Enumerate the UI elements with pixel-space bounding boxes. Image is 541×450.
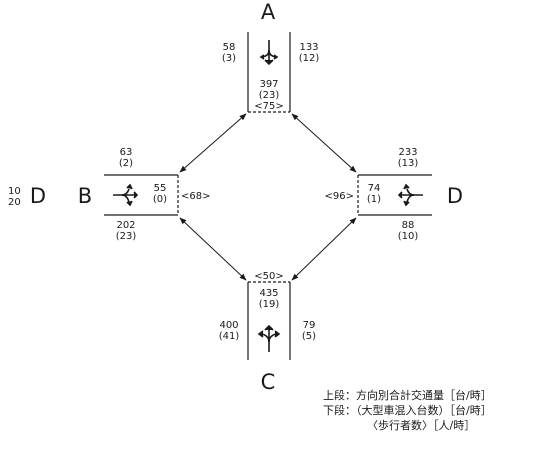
arm-a-left-total: 58 (223, 42, 236, 53)
link-c-d (291, 217, 357, 281)
link-b-c (179, 217, 247, 281)
arm-a-left-heavy: (3) (222, 53, 236, 64)
legend-line-1: 上段：方向別合計交通量［台/時］ (323, 388, 492, 402)
legend: 上段：方向別合計交通量［台/時］ 下段：（大型車混入台数）［台/時］ 〈歩行者数… (323, 388, 492, 432)
arm-d-pedestrians: <96> (325, 191, 354, 202)
arm-d-lane-arrow-icon (397, 183, 423, 207)
pedestrian-links (179, 113, 357, 281)
arm-d-top-total: 233 (398, 147, 417, 158)
legend-line-3: 〈歩行者数〉［人/時］ (367, 418, 475, 432)
arm-a-right-total: 133 (299, 42, 318, 53)
arm-a: 58 (3) 133 (12) 397 (23) <75> (222, 32, 320, 113)
arm-b-pedestrians: <68> (181, 191, 210, 202)
arm-d-bottom-heavy: (10) (398, 231, 419, 242)
arm-c-left-total: 400 (219, 320, 238, 331)
node-label-d-right: D (447, 184, 463, 208)
side-number-bottom: 20 (8, 197, 21, 208)
link-b-a (179, 113, 247, 173)
arm-c-pedestrians: <50> (254, 271, 283, 282)
arm-d-in-heavy: (1) (367, 194, 381, 205)
side-number-top: 10 (8, 186, 21, 197)
arm-b-top-heavy: (2) (119, 158, 133, 169)
arm-c-right-heavy: (5) (302, 331, 316, 342)
arm-c-lane-arrow-icon (257, 324, 281, 352)
arm-c-left-heavy: (41) (219, 331, 240, 342)
arm-a-in-total: 397 (259, 79, 278, 90)
node-label-b: B (78, 184, 92, 208)
arm-c: <50> 435 (19) 400 (41) 79 (5) (219, 271, 316, 360)
arm-b-bottom-heavy: (23) (116, 231, 137, 242)
arm-b-lane-arrow-icon (113, 183, 139, 207)
arm-b-top-total: 63 (120, 147, 133, 158)
arm-a-pedestrians: <75> (254, 101, 283, 112)
node-label-c: C (261, 370, 276, 394)
arm-d-bottom-total: 88 (402, 220, 415, 231)
arm-a-right-heavy: (12) (299, 53, 320, 64)
arm-b-in-heavy: (0) (153, 194, 167, 205)
legend-line-2: 下段：（大型車混入台数）［台/時］ (323, 403, 492, 417)
node-label-a: A (261, 0, 276, 24)
arm-b: 63 (2) 202 (23) 55 (0) <68> (104, 147, 210, 242)
arm-d-top-heavy: (13) (398, 158, 419, 169)
arm-c-right-total: 79 (303, 320, 316, 331)
arm-a-in-heavy: (23) (259, 90, 280, 101)
arm-d: 233 (13) 88 (10) 74 (1) <96> (325, 147, 432, 242)
arm-b-bottom-total: 202 (116, 220, 135, 231)
arm-b-in-total: 55 (154, 183, 167, 194)
link-a-d (291, 113, 357, 173)
arm-c-in-heavy: (19) (259, 299, 280, 310)
arm-c-in-total: 435 (259, 288, 278, 299)
arm-a-lane-arrow-icon (259, 40, 279, 66)
node-label-d-left: D (30, 184, 46, 208)
arm-d-in-total: 74 (368, 183, 381, 194)
